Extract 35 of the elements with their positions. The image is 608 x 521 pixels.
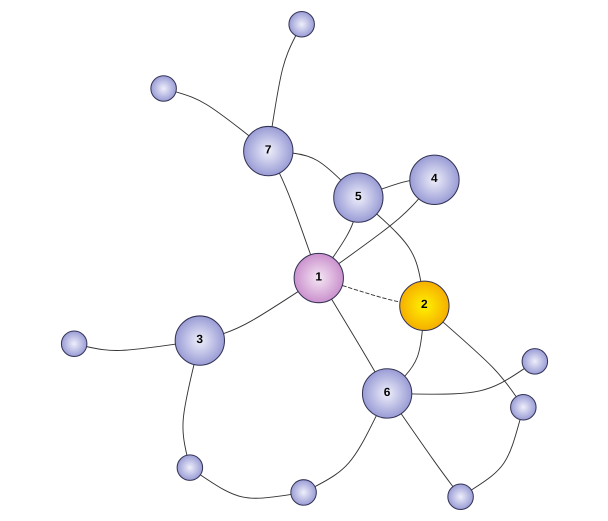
connector <box>175 91 249 136</box>
node-circle <box>150 75 176 102</box>
connector <box>222 291 298 334</box>
node-circle: 5 <box>332 172 384 223</box>
node-circle: 7 <box>242 126 293 176</box>
connector <box>182 364 194 456</box>
connector <box>278 172 310 255</box>
connector <box>380 180 410 190</box>
connector <box>470 419 520 490</box>
connector <box>404 330 422 376</box>
connector <box>342 285 400 302</box>
connector <box>411 368 524 395</box>
node-circle <box>176 454 203 481</box>
connector <box>376 214 421 282</box>
connector <box>86 344 176 351</box>
node-circle: 1 <box>293 252 344 304</box>
connector <box>314 415 376 488</box>
connector <box>292 152 341 180</box>
connector <box>332 221 354 258</box>
node-circle <box>521 348 548 375</box>
node-circle <box>288 10 314 38</box>
connector <box>271 35 296 128</box>
connector <box>400 413 453 487</box>
node-circle: 6 <box>361 368 412 419</box>
node-circle <box>60 330 87 358</box>
node-circle: 4 <box>408 154 460 205</box>
node-circle: 3 <box>174 315 224 366</box>
node-circle: 2 <box>398 280 450 331</box>
node-circle <box>510 394 536 421</box>
connector <box>199 474 291 499</box>
connector <box>338 198 419 264</box>
node-circle <box>290 479 316 506</box>
connector <box>442 322 516 398</box>
connector <box>330 298 375 372</box>
node-circle <box>446 484 474 510</box>
